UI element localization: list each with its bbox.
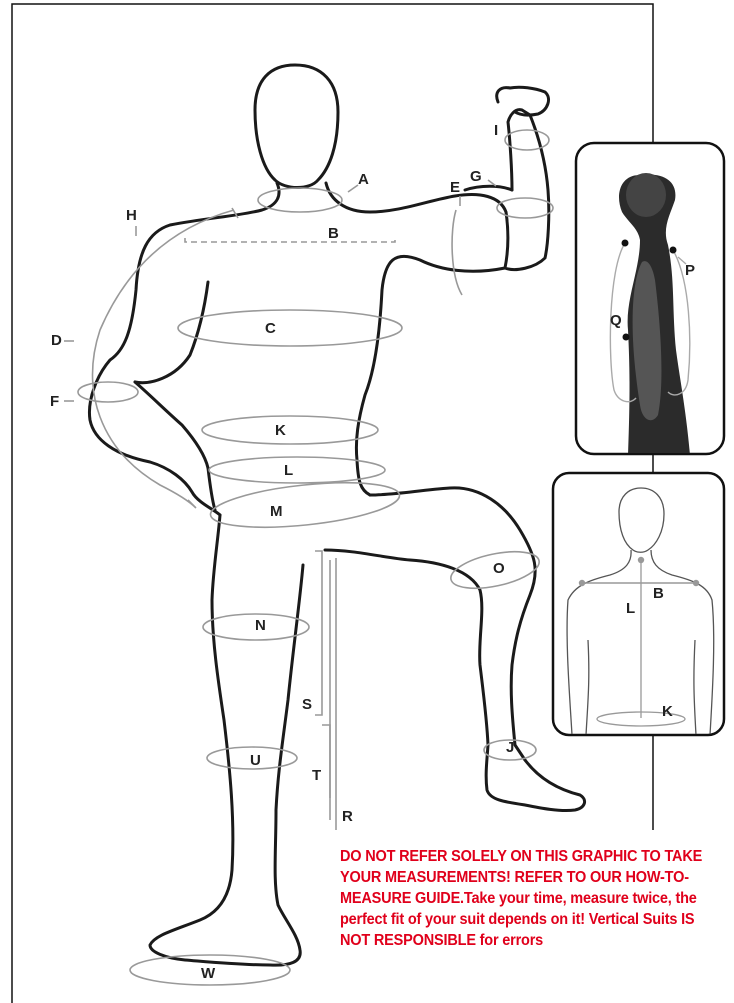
inset-label-q: Q (610, 313, 622, 328)
inset-side-profile (576, 143, 724, 455)
label-s: S (302, 697, 312, 712)
label-o: O (493, 561, 505, 576)
label-u: U (250, 753, 261, 768)
label-n: N (255, 618, 266, 633)
label-h: H (126, 208, 137, 223)
inset-back-view (553, 473, 724, 735)
measurement-warning-text: DO NOT REFER SOLELY ON THIS GRAPHIC TO T… (340, 846, 706, 1003)
label-e: E (450, 180, 460, 195)
label-j: J (506, 740, 514, 755)
label-k: K (275, 423, 286, 438)
label-w: W (201, 966, 215, 981)
label-f: F (50, 394, 59, 409)
label-i: I (494, 123, 498, 138)
inset-label-p: P (685, 263, 695, 278)
label-r: R (342, 809, 353, 824)
inset-label-k: K (662, 704, 673, 719)
label-d: D (51, 333, 62, 348)
label-m: M (270, 504, 283, 519)
inset-label-b: B (653, 586, 664, 601)
label-c: C (265, 321, 276, 336)
inset-label-l: L (626, 601, 635, 616)
label-l: L (284, 463, 293, 478)
label-b: B (328, 226, 339, 241)
label-a: A (358, 172, 369, 187)
label-g: G (470, 169, 482, 184)
label-t: T (312, 768, 321, 783)
